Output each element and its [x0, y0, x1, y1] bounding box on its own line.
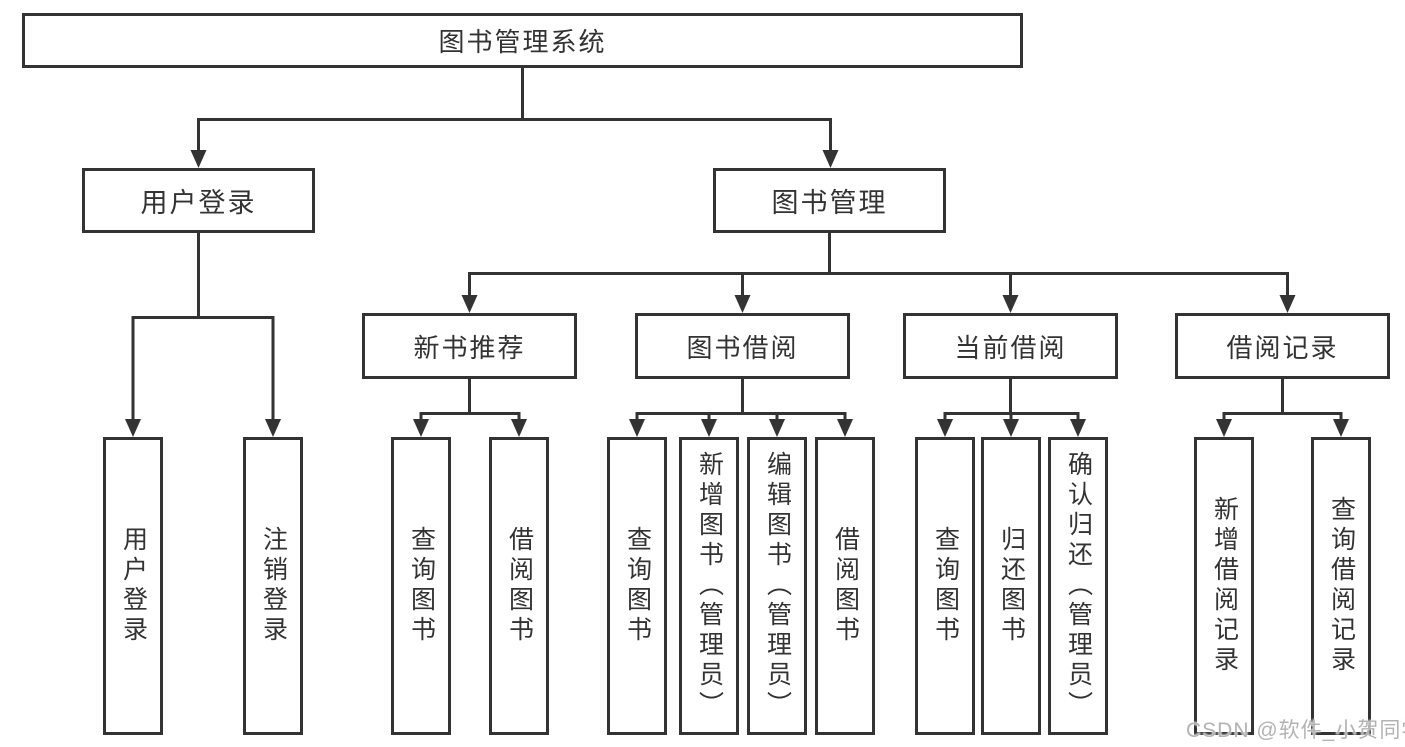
connector-borrow-children — [629, 379, 853, 437]
node-library-management-system: 图书管理系统 — [22, 13, 1023, 68]
leaf-borrow-query-books: 查询图书 — [607, 437, 667, 735]
leaf-logout: 注销登录 — [243, 437, 303, 735]
leaf-user-login-label: 用户登录 — [119, 526, 148, 646]
connector-recommend-children — [413, 379, 527, 437]
leaf-borrow-query-books-label: 查询图书 — [623, 526, 652, 646]
node-borrow-records: 借阅记录 — [1175, 313, 1390, 379]
leaf-user-login: 用户登录 — [103, 437, 163, 735]
leaf-records-add-record-label: 新增借阅记录 — [1210, 496, 1239, 676]
leaf-current-query-books-label: 查询图书 — [931, 526, 960, 646]
connector-records-children — [1216, 379, 1349, 437]
node-book-borrow: 图书借阅 — [635, 313, 850, 379]
node-book-management: 图书管理 — [713, 168, 946, 233]
leaf-records-add-record: 新增借阅记录 — [1194, 437, 1254, 735]
connector-current-children — [937, 379, 1086, 437]
watermark: CSDN @软件_小贺同学 — [1186, 719, 1405, 742]
leaf-current-confirm-return-admin: 确认归还（管理员） — [1048, 437, 1108, 735]
leaf-recommend-borrow-books: 借阅图书 — [489, 437, 549, 735]
leaf-records-query-record: 查询借阅记录 — [1311, 437, 1371, 735]
leaf-borrow-edit-book-admin: 编辑图书（管理员） — [747, 437, 807, 735]
leaf-borrow-edit-book-admin-label: 编辑图书（管理员） — [763, 451, 792, 721]
leaf-borrow-add-book-admin-label: 新增图书（管理员） — [695, 451, 724, 721]
node-user-login: 用户登录 — [82, 168, 315, 233]
leaf-borrow-borrow-books-label: 借阅图书 — [831, 526, 860, 646]
leaf-borrow-borrow-books: 借阅图书 — [815, 437, 875, 735]
leaf-current-confirm-return-admin-label: 确认归还（管理员） — [1064, 451, 1093, 721]
connector-book-management-to-level3 — [461, 233, 1296, 313]
leaf-logout-label: 注销登录 — [259, 526, 288, 646]
leaf-recommend-borrow-books-label: 借阅图书 — [505, 526, 534, 646]
leaf-current-return-books-label: 归还图书 — [997, 526, 1026, 646]
node-current-borrow: 当前借阅 — [903, 313, 1118, 379]
node-new-book-recommend: 新书推荐 — [362, 313, 577, 379]
connector-root-to-level2 — [190, 68, 839, 168]
connector-user-login-children — [125, 233, 281, 437]
leaf-borrow-add-book-admin: 新增图书（管理员） — [679, 437, 739, 735]
leaf-recommend-query-books: 查询图书 — [391, 437, 451, 735]
leaf-records-query-record-label: 查询借阅记录 — [1327, 496, 1356, 676]
leaf-current-return-books: 归还图书 — [981, 437, 1041, 735]
leaf-current-query-books: 查询图书 — [915, 437, 975, 735]
leaf-recommend-query-books-label: 查询图书 — [407, 526, 436, 646]
